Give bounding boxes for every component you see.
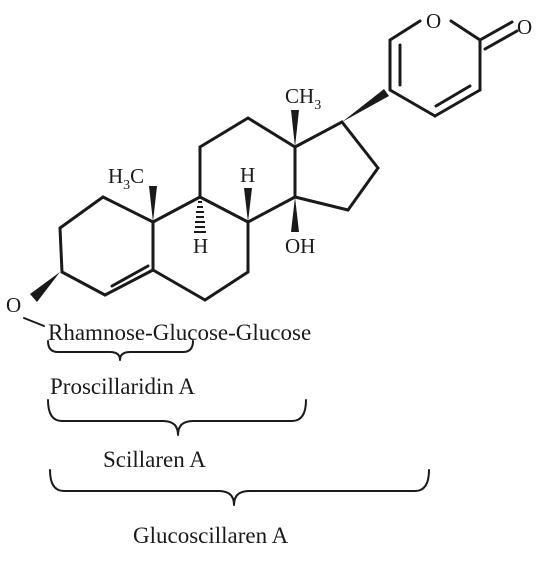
ring-oxygen-label: O [426,9,441,33]
c9-hydrogen-hash [194,201,206,233]
scillaren-label: Scillaren A [103,447,206,472]
c10-methyl-label: H3C [108,164,144,193]
rhamnose-brace [47,340,194,361]
glycoside-link-bond [23,317,45,327]
sugar-chain-label: Rhamnose-Glucose-Glucose [48,320,311,345]
glucoscillaren-label: Glucoscillaren A [133,523,289,548]
stereo-bonds [30,89,389,302]
c9-hydrogen-label: H [193,234,208,258]
c13-methyl-label: CH3 [285,84,321,113]
c13-methyl-wedge [291,110,299,147]
c10-methyl-wedge [149,186,157,222]
hydroxyl-label: OH [285,234,315,258]
c14-hydroxyl-wedge [291,197,299,232]
glucoscillaren-brace [49,469,430,506]
c3-oxygen-wedge [30,272,60,302]
carbonyl-oxygen-label: O [517,15,532,39]
atom-labels: O O CH3 H3C H H OH O [6,9,532,317]
ring-d [293,120,380,212]
scillaren-brace [47,399,307,436]
c8-hydrogen-wedge [244,188,252,222]
glycoside-oxygen-label: O [6,293,21,317]
proscillaridin-label: Proscillaridin A [50,374,195,399]
ring-c [198,116,297,224]
pyranone-ring [388,19,519,118]
c8-hydrogen-label: H [240,163,255,187]
ring-b [151,195,250,302]
ring-a [58,195,155,297]
c17-lactone-wedge [342,89,389,122]
